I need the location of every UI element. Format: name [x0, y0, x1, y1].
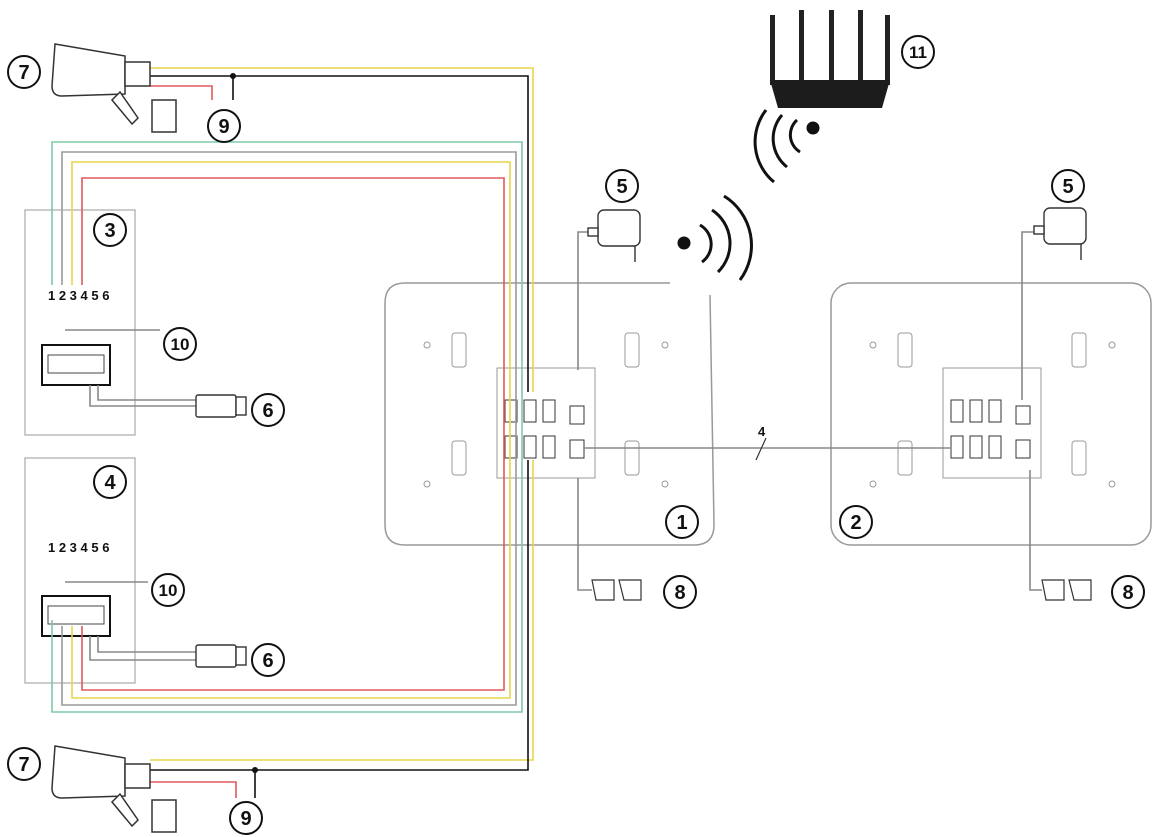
callout-8a: 8 — [674, 582, 685, 604]
callout-11: 11 — [909, 43, 927, 62]
monitor-1 — [384, 282, 715, 546]
wire-runs — [51, 67, 1042, 798]
panel-3-pin-numbers: 1 2 3 4 5 6 — [48, 288, 109, 303]
callout-1: 1 — [676, 512, 687, 534]
bus-wire-count: 4 — [758, 424, 766, 439]
monitor-2 — [830, 282, 1152, 546]
router-icon — [770, 10, 890, 108]
callout-10a: 10 — [171, 335, 190, 354]
outdoor-panel-3 — [24, 209, 136, 436]
exit-button-icon — [591, 579, 1092, 601]
callout-8b: 8 — [1122, 582, 1133, 604]
monitor-2-terminals — [950, 399, 1031, 459]
callout-7b: 7 — [18, 754, 29, 776]
callout-labels: 1 2 3 4 5 5 6 6 7 7 8 8 9 9 10 10 11 — [7, 35, 1145, 835]
callout-9b: 9 — [240, 808, 251, 830]
callout-10b: 10 — [159, 581, 178, 600]
callout-6a: 6 — [262, 400, 273, 422]
monitor-1-terminals — [504, 399, 585, 459]
outdoor-panel-4 — [24, 457, 136, 684]
callout-5b: 5 — [1062, 176, 1073, 198]
callout-7a: 7 — [18, 62, 29, 84]
callout-2: 2 — [850, 512, 861, 534]
wifi-signal-icon — [677, 109, 820, 281]
callout-6b: 6 — [262, 650, 273, 672]
power-adapter-icon — [587, 207, 1087, 262]
panel-4-pin-numbers: 1 2 3 4 5 6 — [48, 540, 109, 555]
callout-3: 3 — [104, 220, 115, 242]
callout-5a: 5 — [616, 176, 627, 198]
callout-9a: 9 — [218, 116, 229, 138]
callout-4: 4 — [104, 472, 116, 494]
camera-icon — [51, 43, 177, 833]
door-lock-icon — [195, 394, 247, 668]
